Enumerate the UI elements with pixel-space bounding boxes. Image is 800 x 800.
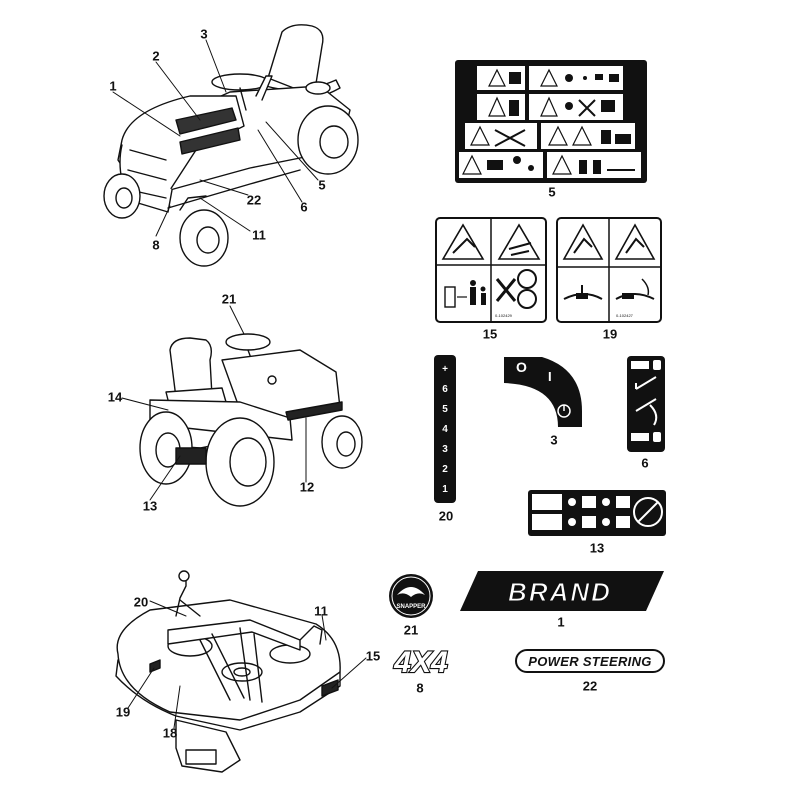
lift-lever-graphic xyxy=(627,356,665,452)
decal-13-graphic xyxy=(528,490,666,536)
decal-5-label: 5 xyxy=(548,184,556,200)
4x4-text: 4X4 xyxy=(393,646,448,677)
callout-21: 21 xyxy=(221,291,237,307)
decal-5-warning-panel xyxy=(455,60,647,183)
badge-text: SNAPPER xyxy=(396,604,426,610)
power-steering-text: POWER STEERING xyxy=(528,653,652,669)
scale-mark-6: 6 xyxy=(442,383,448,395)
brand-stripe-graphic: BRAND xyxy=(460,571,664,611)
callout-3: 3 xyxy=(200,26,208,42)
decal-22-power-steering: POWER STEERING xyxy=(515,649,665,673)
decal-6-lift-lever xyxy=(626,355,666,453)
callout-6: 6 xyxy=(300,199,308,215)
ignition-on-mark: I xyxy=(548,369,552,384)
callout-1: 1 xyxy=(109,78,117,94)
4x4-graphic: 4X4 xyxy=(392,645,449,680)
decal-15-label: 15 xyxy=(482,326,498,342)
callout-11: 11 xyxy=(252,227,266,243)
callout-13: 13 xyxy=(142,498,158,514)
scale-mark-1: 1 xyxy=(442,483,448,495)
callout-18: 18 xyxy=(162,725,178,741)
decal-3-label: 3 xyxy=(550,432,558,448)
scale-mark-3: 3 xyxy=(442,443,448,455)
decal-21-label: 21 xyxy=(403,622,419,638)
warning-panel-graphic xyxy=(455,60,647,183)
callout-14: 14 xyxy=(107,389,123,405)
decal-3-ignition: O I xyxy=(502,355,586,429)
decal-20-label: 20 xyxy=(438,508,454,524)
decal-21-badge: SNAPPER xyxy=(388,573,434,619)
scale-mark-4: 4 xyxy=(442,423,448,435)
leader-lines xyxy=(112,39,367,729)
scale-mark-5: 5 xyxy=(442,403,448,415)
callout-20: 20 xyxy=(133,594,149,610)
decal-8-label: 8 xyxy=(416,680,424,696)
callout-15: 15 xyxy=(365,648,381,664)
tractor-rear-illustration xyxy=(139,333,363,507)
callout-11-deck: 11 xyxy=(314,603,328,619)
decal-8-4x4: 4X4 xyxy=(386,643,456,680)
callout-22: 22 xyxy=(246,192,262,208)
decal-19-warning: 0-102427 xyxy=(556,217,662,323)
callout-5: 5 xyxy=(318,177,326,193)
brand-text: BRAND xyxy=(508,577,612,607)
snapper-badge-graphic: SNAPPER xyxy=(389,574,433,618)
decal-6-label: 6 xyxy=(641,455,649,471)
decal-19-code: 0-102427 xyxy=(616,313,634,318)
decal-15-graphic: 0-102429 xyxy=(435,217,547,323)
decal-1-label: 1 xyxy=(557,614,565,630)
decal-13-label: 13 xyxy=(589,540,605,556)
decal-13-operation xyxy=(528,490,666,536)
mower-deck-illustration xyxy=(115,570,341,773)
decal-22-label: 22 xyxy=(582,678,598,694)
callout-19: 19 xyxy=(115,704,131,720)
decal-19-label: 19 xyxy=(602,326,618,342)
scale-mark-plus: + xyxy=(442,363,448,375)
decal-15-code: 0-102429 xyxy=(495,313,513,318)
decal-19-graphic: 0-102427 xyxy=(556,217,662,323)
ignition-off-mark: O xyxy=(516,359,527,375)
callout-8: 8 xyxy=(152,237,160,253)
decal-1-brand: BRAND xyxy=(460,571,664,611)
callout-12: 12 xyxy=(299,479,315,495)
callout-2: 2 xyxy=(152,48,160,64)
decal-20-height-scale: + 6 5 4 3 2 1 xyxy=(434,355,456,503)
scale-mark-2: 2 xyxy=(442,463,448,475)
tractor-front-illustration xyxy=(103,24,359,267)
decal-15-warning: 0-102429 xyxy=(435,217,547,323)
ignition-arc-graphic xyxy=(504,357,582,427)
